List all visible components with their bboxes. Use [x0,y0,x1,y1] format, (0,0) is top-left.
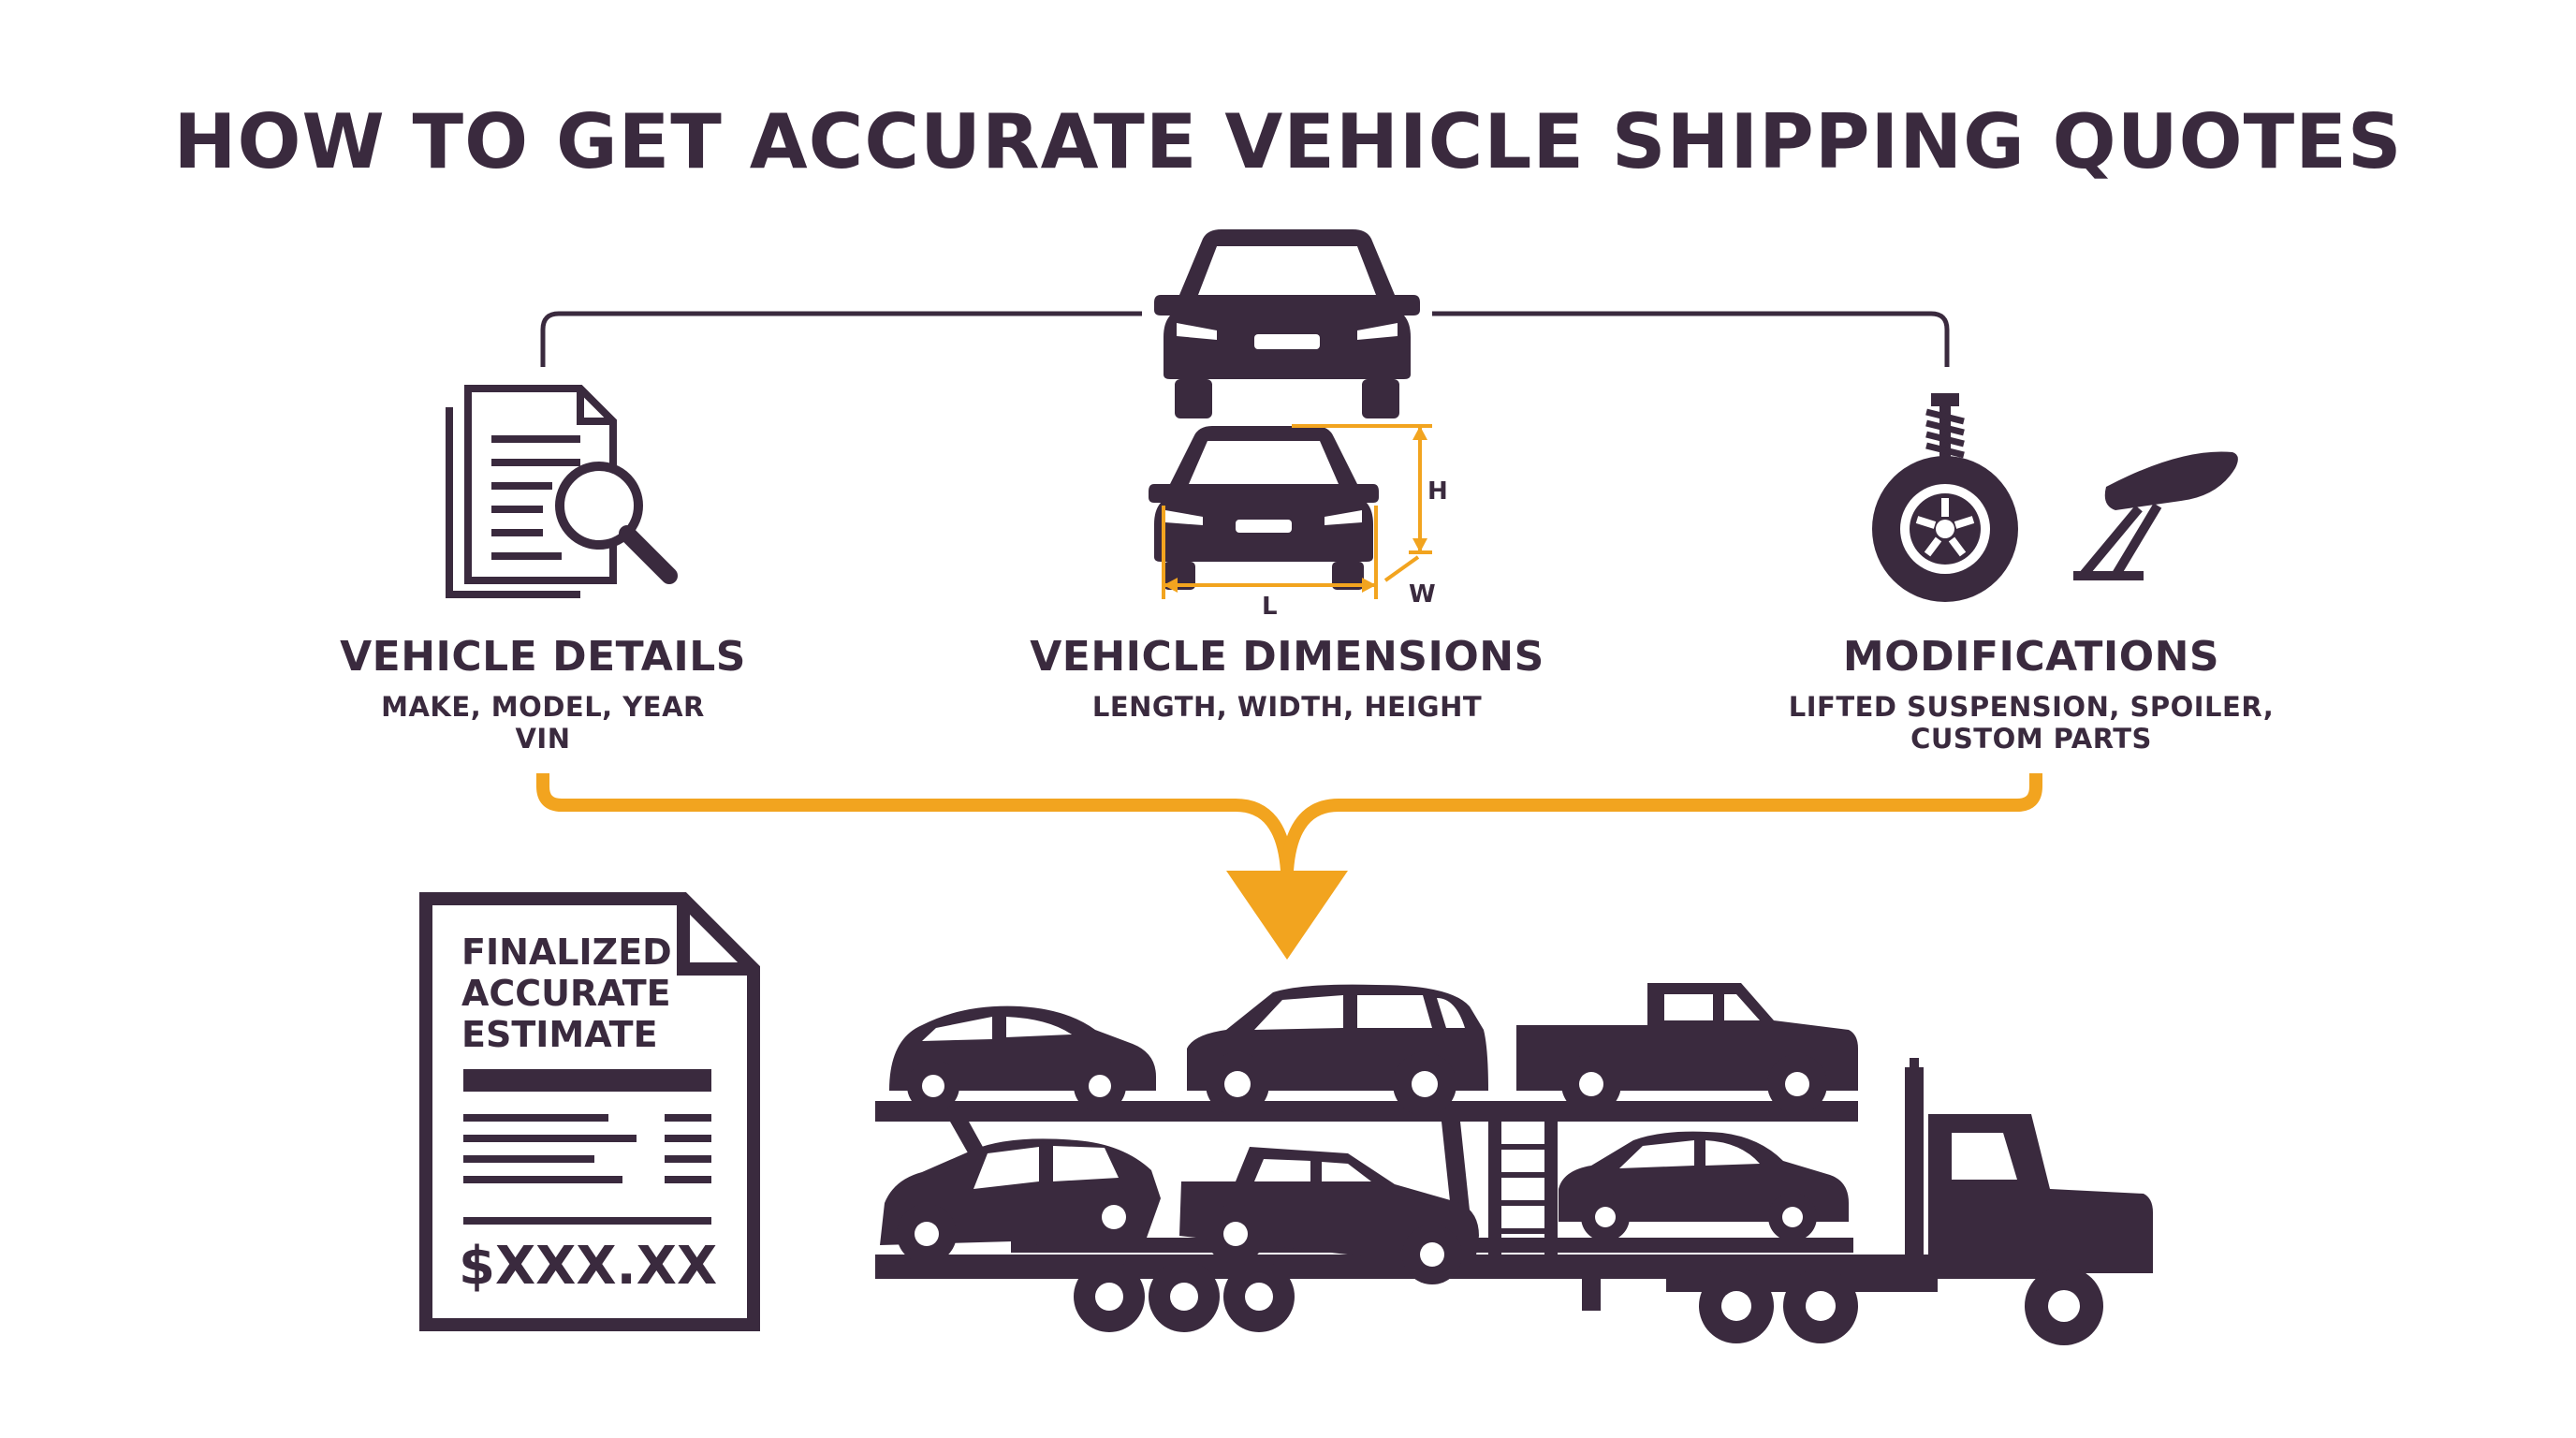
estimate-line-estimate: ESTIMATE [461,1014,658,1055]
section-line-make-model-year: MAKE, MODEL, YEAR [381,691,705,723]
car-front-icon [1154,229,1420,418]
merge-arrowhead [1226,871,1348,960]
connector-left [540,311,1142,367]
connector-right [1432,311,1950,367]
section-line-custom-parts: CUSTOM PARTS [1910,723,2152,755]
section-heading-vehicle-details: VEHICLE DETAILS [340,633,746,681]
page-title: HOW TO GET ACCURATE VEHICLE SHIPPING QUO… [173,98,2403,185]
section-line-lifted-suspension-spoiler: LIFTED SUSPENSION, SPOILER, [1788,691,2275,723]
dimension-lines [1162,424,1432,599]
estimate-line-accurate: ACCURATE [461,973,671,1014]
section-heading-modifications: MODIFICATIONS [1842,633,2220,681]
estimate-document-icon [419,892,760,1331]
estimate-price: $XXX.XX [459,1236,718,1297]
length-label: L [1262,593,1278,621]
height-label: H [1427,477,1448,506]
document-magnifier-icon [446,385,678,598]
section-line-length-width-height: LENGTH, WIDTH, HEIGHT [1091,691,1483,723]
estimate-line-finalized: FINALIZED [461,932,672,973]
section-heading-vehicle-dimensions: VEHICLE DIMENSIONS [1030,633,1544,681]
width-label: W [1409,580,1436,609]
car-carrier-truck-icon [875,983,2153,1345]
dimension-arrowheads [1164,426,1427,593]
merge-arrow [536,773,2042,872]
car-dimensions-icon [1149,426,1379,590]
suspension-wheel-spoiler-icon [1872,393,2238,602]
section-line-vin: VIN [515,723,571,755]
